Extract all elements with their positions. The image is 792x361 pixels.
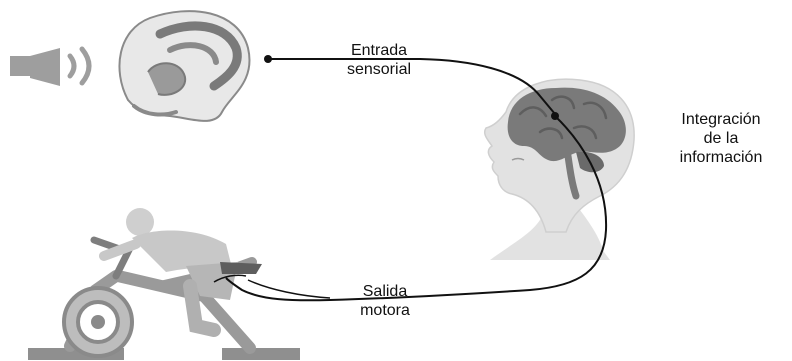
label-integration-line-3: información xyxy=(662,148,780,167)
label-sensory-input-line-2: sensorial xyxy=(318,60,440,79)
label-sensory-input-line-1: Entrada xyxy=(318,41,440,60)
label-motor-output-line-2: motora xyxy=(330,301,440,320)
label-motor-output: Salida motora xyxy=(330,282,440,320)
label-integration: Integración de la información xyxy=(662,110,780,167)
label-integration-line-2: de la xyxy=(662,129,780,148)
speaker-icon xyxy=(10,48,89,86)
label-integration-line-1: Integración xyxy=(662,110,780,129)
head-brain-icon xyxy=(485,79,634,260)
label-sensory-input: Entrada sensorial xyxy=(318,41,440,79)
label-motor-output-line-1: Salida xyxy=(330,282,440,301)
ear-icon xyxy=(119,11,249,121)
